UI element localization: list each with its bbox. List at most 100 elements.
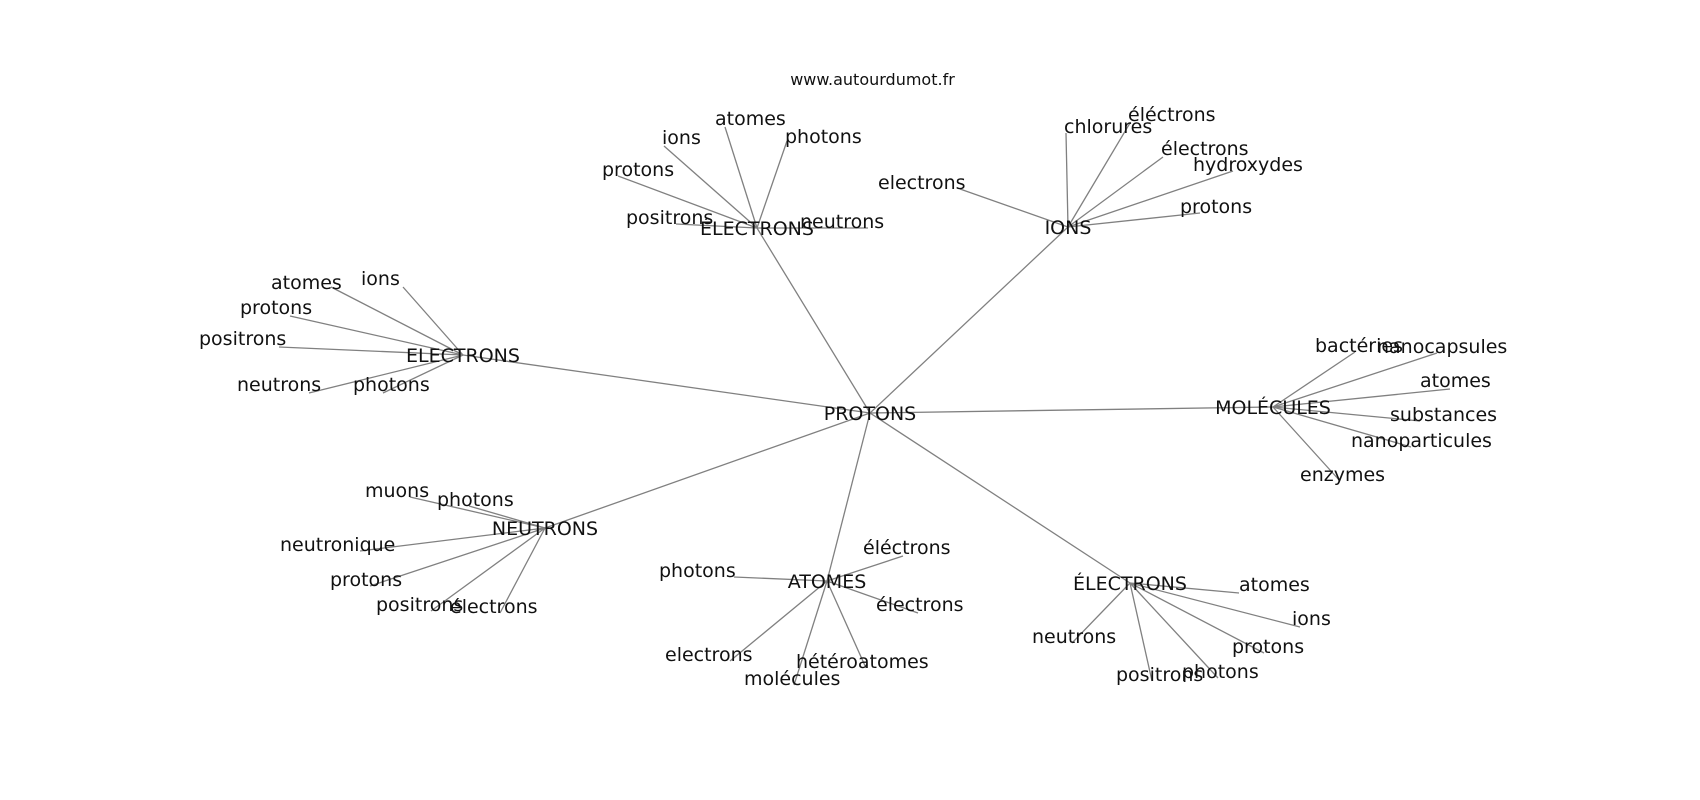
edge-root-to-atomes-5 (826, 412, 871, 582)
edge-electrons-6-to-atomes (1129, 582, 1240, 594)
edge-electrons-0-to-atomes (724, 126, 758, 229)
edge-atomes-5-to-heteroatomes (826, 580, 867, 669)
leaf-label-heteroatomes[interactable]: hétéroatomes (796, 651, 929, 673)
leaf-label-neutrons[interactable]: neutrons (800, 211, 884, 233)
edge-electrons-2-to-photons (382, 354, 464, 394)
graph-edges (278, 122, 1451, 686)
edge-ions-1-to-protons (1067, 212, 1201, 228)
edge-electrons-6-to-photons (1129, 582, 1219, 679)
leaf-label-photons[interactable]: photons (785, 126, 862, 148)
edge-molecules-3-to-bacteries (1272, 351, 1356, 408)
edge-neutrons-4-to-neutronique (359, 527, 546, 552)
leaf-label-ions[interactable]: ions (662, 127, 701, 149)
leaf-label-positrons[interactable]: positrons (1116, 664, 1203, 686)
edge-neutrons-4-to-photons (468, 505, 546, 529)
leaf-label-protons[interactable]: protons (1180, 196, 1252, 218)
hub-node-label-neutrons[interactable]: NEUTRONS (492, 518, 598, 540)
edge-atomes-5-to-electrons (826, 555, 904, 582)
leaf-label-hydroxydes[interactable]: hydroxydes (1193, 154, 1303, 176)
leaf-label-atomes[interactable]: atomes (715, 108, 786, 130)
leaf-label-electrons[interactable]: électrons (450, 596, 538, 618)
leaf-label-molecules[interactable]: molécules (744, 668, 840, 690)
edge-atomes-5-to-molecules (793, 580, 828, 686)
leaf-label-positrons[interactable]: positrons (626, 207, 713, 229)
edge-root-to-electrons-6 (869, 412, 1131, 584)
leaf-label-ions[interactable]: ions (361, 268, 400, 290)
edge-root-to-electrons-2 (462, 354, 871, 414)
leaf-label-substances[interactable]: substances (1390, 404, 1497, 426)
edge-electrons-2-to-neutrons (308, 354, 464, 394)
edge-ions-1-to-electrons (959, 188, 1069, 228)
leaf-label-protons[interactable]: protons (602, 159, 674, 181)
leaf-label-muons[interactable]: muons (365, 480, 429, 502)
edge-ions-1-to-electrons (1067, 122, 1131, 228)
edge-molecules-3-to-enzymes (1272, 406, 1341, 482)
graph-labels: PROTONS atomes ions photons protons positrons… (199, 104, 1507, 690)
leaf-label-neutrons[interactable]: neutrons (237, 374, 321, 396)
leaf-label-protons[interactable]: protons (1232, 636, 1304, 658)
leaf-label-electrons[interactable]: electrons (665, 644, 753, 666)
edge-electrons-2-to-ions (402, 286, 464, 356)
edge-atomes-5-to-electrons (729, 580, 828, 662)
site-watermark: www.autourdumot.fr (790, 70, 955, 89)
leaf-label-ions[interactable]: ions (1292, 608, 1331, 630)
edge-ions-1-to-electrons (1067, 156, 1164, 228)
hub-node-label-electrons[interactable]: ELECTRONS (406, 345, 520, 367)
edge-ions-1-to-hydroxydes (1067, 170, 1234, 228)
leaf-label-electrons[interactable]: électrons (876, 594, 964, 616)
leaf-label-atomes[interactable]: atomes (271, 272, 342, 294)
edge-electrons-6-to-positrons (1129, 582, 1153, 682)
leaf-label-nanocapsules[interactable]: nanocapsules (1377, 336, 1507, 358)
leaf-label-atomes[interactable]: atomes (1420, 370, 1491, 392)
leaf-label-photons[interactable]: photons (353, 374, 430, 396)
edge-electrons-2-to-atomes (330, 286, 464, 356)
edge-neutrons-4-to-positrons (430, 527, 546, 612)
leaf-label-neutronique[interactable]: neutronique (280, 534, 395, 556)
hub-node-label-atomes[interactable]: ATOMES (788, 571, 867, 593)
leaf-label-positrons[interactable]: positrons (199, 328, 286, 350)
edge-neutrons-4-to-muons (409, 496, 546, 529)
edge-neutrons-4-to-electrons (499, 527, 546, 614)
edge-root-to-molecules-3 (869, 406, 1274, 414)
edge-atomes-5-to-photons (733, 576, 828, 582)
edge-root-to-neutrons-4 (544, 412, 871, 529)
leaf-label-electrons[interactable]: électrons (1161, 138, 1249, 160)
edge-root-to-ions-1 (869, 226, 1069, 414)
hub-node-label-ions[interactable]: IONS (1045, 217, 1092, 239)
edge-electrons-0-to-photons (756, 140, 788, 229)
edge-atomes-5-to-electrons (826, 580, 919, 614)
leaf-label-electrons[interactable]: electrons (878, 172, 966, 194)
edge-electrons-6-to-protons (1129, 582, 1265, 654)
leaf-label-positrons[interactable]: positrons (376, 594, 463, 616)
hub-node-label-molecules[interactable]: MOLÉCULES (1215, 396, 1331, 419)
hub-node-label-electrons[interactable]: ÉLECTRONS (1073, 572, 1187, 595)
leaf-label-photons[interactable]: photons (1182, 661, 1259, 683)
edge-electrons-0-to-positrons (675, 223, 758, 229)
edge-electrons-6-to-ions (1129, 582, 1301, 628)
edge-root-to-electrons-0 (756, 227, 871, 414)
root-node-label[interactable]: PROTONS (824, 403, 916, 425)
edge-molecules-3-to-atomes (1272, 388, 1451, 408)
leaf-label-electrons[interactable]: éléctrons (1128, 104, 1216, 126)
hub-node-label-electrons[interactable]: ÉLECTRONS (700, 217, 814, 240)
leaf-label-enzymes[interactable]: enzymes (1300, 464, 1385, 486)
leaf-label-chlorures[interactable]: chlorures (1064, 116, 1152, 138)
edge-ions-1-to-chlorures (1065, 132, 1069, 228)
leaf-label-nanoparticules[interactable]: nanoparticules (1351, 430, 1492, 452)
edge-electrons-2-to-positrons (278, 346, 464, 356)
leaf-label-protons[interactable]: protons (330, 569, 402, 591)
edge-electrons-0-to-ions (663, 145, 758, 229)
edge-electrons-6-to-neutrons (1071, 582, 1131, 644)
leaf-label-protons[interactable]: protons (240, 297, 312, 319)
leaf-label-electrons[interactable]: éléctrons (863, 537, 951, 559)
leaf-label-bacteries[interactable]: bactéries (1315, 335, 1403, 357)
edge-neutrons-4-to-protons (369, 527, 546, 587)
leaf-label-photons[interactable]: photons (437, 489, 514, 511)
leaf-label-photons[interactable]: photons (659, 560, 736, 582)
edge-electrons-0-to-protons (617, 175, 758, 229)
leaf-label-neutrons[interactable]: neutrons (1032, 626, 1116, 648)
edge-electrons-2-to-protons (289, 315, 464, 356)
leaf-label-atomes[interactable]: atomes (1239, 574, 1310, 596)
